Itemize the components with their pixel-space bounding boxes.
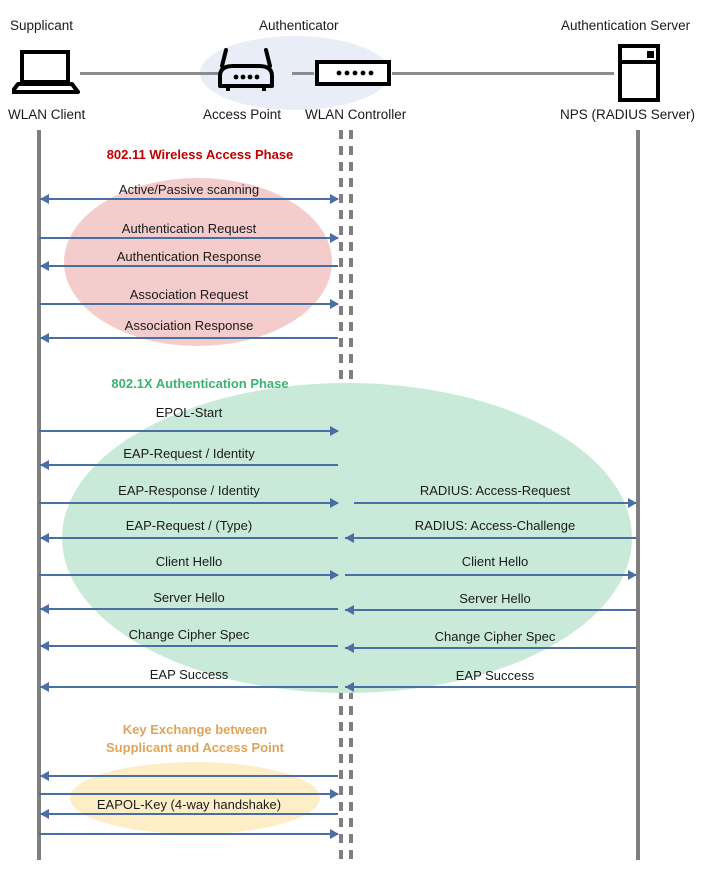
message-line-eap-response-identity (39, 502, 338, 504)
phase-title-8021x: 802.1X Authentication Phase (111, 376, 289, 391)
arrowhead-right-epol-start (330, 426, 339, 436)
message-label-authentication-response: Authentication Response (116, 249, 262, 264)
message-line-eap-request-type (40, 537, 338, 539)
arrowhead-left-eap-request-type (40, 533, 49, 543)
laptop-icon (10, 50, 80, 99)
message-line-association-response (40, 337, 338, 339)
message-line-eapol-key-1 (40, 775, 338, 777)
arrowhead-right-authentication-request (330, 233, 339, 243)
wireless-router-icon (215, 46, 277, 99)
arrowhead-left-change-cipher-spec-left (40, 641, 49, 651)
message-line-eapol-key-4 (39, 833, 338, 835)
message-label-eap-request-type: EAP-Request / (Type) (125, 518, 253, 533)
actor-role-supplicant: Supplicant (10, 18, 74, 33)
phase-title-key-exchange: Key Exchange between Supplicant and Acce… (106, 722, 284, 755)
actor-role-authentication-server: Authentication Server (561, 18, 691, 33)
message-line-server-hello-right (345, 609, 636, 611)
arrowhead-right-eap-response-identity (330, 498, 339, 508)
message-line-client-hello-right (345, 574, 636, 576)
arrowhead-left-change-cipher-spec-right (345, 643, 354, 653)
message-label-server-hello-right: Server Hello (459, 591, 531, 606)
message-label-radius-access-request: RADIUS: Access-Request (419, 483, 571, 498)
message-line-active-passive-scanning (40, 198, 338, 200)
message-line-radius-access-challenge (345, 537, 636, 539)
arrowhead-left-eapol-key-1 (40, 771, 49, 781)
message-line-authentication-request (39, 237, 338, 239)
message-line-change-cipher-spec-left (40, 645, 338, 647)
message-label-active-passive-scanning: Active/Passive scanning (118, 182, 260, 197)
message-label-client-hello-right: Client Hello (461, 554, 529, 569)
arrowhead-right-radius-access-request (628, 498, 637, 508)
network-switch-icon (315, 60, 391, 91)
lifeline-auth-server (636, 130, 640, 860)
actor-role-authenticator: Authenticator (259, 18, 339, 33)
message-label-eap-request-identity: EAP-Request / Identity (123, 446, 255, 461)
phase-blob-key-exchange (70, 762, 320, 834)
lifeline-supplicant (37, 130, 41, 860)
arrowhead-right-association-request (330, 299, 339, 309)
arrowhead-left-server-hello-right (345, 605, 354, 615)
arrowhead-left-association-response (40, 333, 49, 343)
message-label-change-cipher-spec-right: Change Cipher Spec (434, 629, 556, 644)
arrowhead-right-client-hello-left (330, 570, 339, 580)
arrowhead-left-eap-request-identity (40, 460, 49, 470)
message-label-eap-success-right: EAP Success (455, 668, 535, 683)
arrowhead-left-eap-success-left (40, 682, 49, 692)
message-line-eapol-key-2 (39, 793, 338, 795)
wire-ap-to-controller (292, 72, 314, 75)
arrowhead-right-eapol-key-2 (330, 789, 339, 799)
actor-name-access-point: Access Point (203, 107, 282, 122)
wire-controller-to-server (392, 72, 614, 75)
message-line-server-hello-left (40, 608, 338, 610)
message-label-eapol-key-handshake: EAPOL-Key (4-way handshake) (96, 797, 282, 812)
actor-name-nps-radius-server: NPS (RADIUS Server) (560, 107, 696, 122)
actor-name-wlan-client: WLAN Client (8, 107, 86, 122)
phase-blob-80211 (64, 178, 332, 346)
message-label-epol-start: EPOL-Start (155, 405, 223, 420)
message-label-association-request: Association Request (129, 287, 249, 302)
arrowhead-right-scanning (330, 194, 339, 204)
message-label-eap-success-left: EAP Success (149, 667, 229, 682)
arrowhead-left-eapol-key-3 (40, 809, 49, 819)
arrowhead-left-eap-success-right (345, 682, 354, 692)
message-label-radius-access-challenge: RADIUS: Access-Challenge (414, 518, 576, 533)
arrowhead-left-radius-access-challenge (345, 533, 354, 543)
phase-title-80211: 802.11 Wireless Access Phase (106, 147, 294, 162)
message-label-client-hello-left: Client Hello (155, 554, 223, 569)
message-label-change-cipher-spec-left: Change Cipher Spec (128, 627, 250, 642)
message-line-radius-access-request (354, 502, 636, 504)
arrowhead-left-authentication-response (40, 261, 49, 271)
message-label-authentication-request: Authentication Request (121, 221, 257, 236)
message-label-association-response: Association Response (124, 318, 254, 333)
actor-name-wlan-controller: WLAN Controller (305, 107, 407, 122)
arrowhead-right-client-hello-right (628, 570, 637, 580)
wire-client-to-ap (80, 72, 220, 75)
message-line-eap-success-left (40, 686, 338, 688)
arrowhead-right-eapol-key-4 (330, 829, 339, 839)
message-line-association-request (39, 303, 338, 305)
message-label-eap-response-identity: EAP-Response / Identity (118, 483, 260, 498)
message-label-server-hello-left: Server Hello (153, 590, 225, 605)
arrowhead-left-scanning (40, 194, 49, 204)
message-line-eap-success-right (345, 686, 636, 688)
message-line-eapol-key-3 (40, 813, 338, 815)
arrowhead-left-server-hello-left (40, 604, 49, 614)
message-line-client-hello-left (39, 574, 338, 576)
message-line-authentication-response (40, 265, 338, 267)
message-line-epol-start (39, 430, 338, 432)
message-line-change-cipher-spec-right (345, 647, 636, 649)
message-line-eap-request-identity (40, 464, 338, 466)
server-rack-icon (617, 44, 661, 107)
